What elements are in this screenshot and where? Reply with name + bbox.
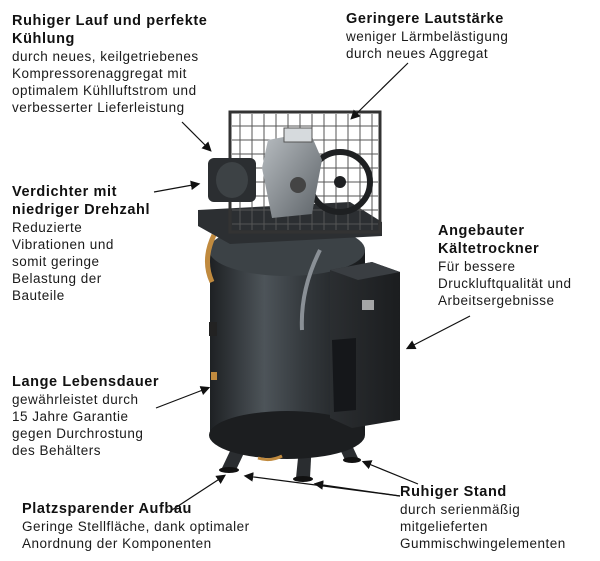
callout-description: durch serienmäßig mitgelieferten Gummisc… [400, 501, 596, 552]
callout-heading: Ruhiger Stand [400, 483, 596, 501]
heading-line: Geringere Lautstärke [346, 11, 504, 27]
desc-line: Druckluftqualität und [438, 276, 572, 291]
callout-description: Reduzierte Vibrationen und somit geringe… [12, 219, 162, 304]
refrigeration-dryer [330, 262, 400, 428]
callout-heading: Platzsparender Aufbau [22, 500, 322, 518]
heading-line: Ruhiger Stand [400, 484, 507, 500]
desc-line: durch neues Aggregat [346, 46, 489, 61]
callout-heading: Geringere Lautstärke [346, 10, 596, 28]
callout-heading: Angebauter Kältetrockner [438, 222, 598, 258]
desc-line: Kompressorenaggregat mit [12, 66, 187, 81]
callout-long-lifetime: Lange Lebensdauer gewährleistet durch 15… [12, 373, 192, 459]
desc-line: Arbeitsergebnisse [438, 293, 555, 308]
desc-line: gewährleistet durch [12, 392, 139, 407]
desc-line: Gummischwingelementen [400, 536, 566, 551]
callout-description: weniger Lärmbelästigung durch neues Aggr… [346, 28, 596, 62]
pipes [205, 233, 322, 462]
heading-line: Lange Lebensdauer [12, 374, 160, 390]
heading-line: Kühlung [12, 31, 75, 47]
desc-line: durch neues, keilgetriebenes [12, 49, 199, 64]
callout-description: gewährleistet durch 15 Jahre Garantie ge… [12, 391, 192, 459]
heading-line: Verdichter mit [12, 184, 118, 200]
callout-refrigeration-dryer: Angebauter Kältetrockner Für bessere Dru… [438, 222, 598, 309]
callout-description: durch neues, keilgetriebenes Kompressore… [12, 48, 272, 116]
desc-line: mitgelieferten [400, 519, 489, 534]
callout-heading: Ruhiger Lauf und perfekte Kühlung [12, 12, 272, 48]
desc-line: somit geringe [12, 254, 100, 269]
desc-line: Anordnung der Komponenten [22, 536, 212, 551]
callout-stable-stand: Ruhiger Stand durch serienmäßig mitgelie… [400, 483, 596, 552]
desc-line: gegen Durchrostung [12, 426, 144, 441]
callout-arrows [153, 62, 471, 511]
heading-line: Ruhiger Lauf und perfekte [12, 13, 208, 29]
desc-line: 15 Jahre Garantie [12, 409, 129, 424]
callout-lower-noise: Geringere Lautstärke weniger Lärmbelästi… [346, 10, 596, 62]
heading-line: niedriger Drehzahl [12, 202, 151, 218]
compressor-unit [198, 110, 382, 244]
desc-line: Bauteile [12, 288, 65, 303]
desc-line: optimalem Kühlluftstrom und [12, 83, 197, 98]
callout-description: Für bessere Druckluftqualität und Arbeit… [438, 258, 598, 309]
callout-heading: Verdichter mit niedriger Drehzahl [12, 183, 162, 219]
desc-line: weniger Lärmbelästigung [346, 29, 509, 44]
desc-line: verbesserter Lieferleistung [12, 100, 185, 115]
heading-line: Platzsparender Aufbau [22, 501, 192, 517]
callout-low-speed-compressor: Verdichter mit niedriger Drehzahl Reduzi… [12, 183, 162, 304]
desc-line: durch serienmäßig [400, 502, 521, 517]
heading-line: Kältetrockner [438, 241, 540, 257]
desc-line: Geringe Stellfläche, dank optimaler [22, 519, 250, 534]
callout-description: Geringe Stellfläche, dank optimaler Anor… [22, 518, 322, 552]
heading-line: Angebauter [438, 223, 525, 239]
desc-line: Für bessere [438, 259, 516, 274]
desc-line: Vibrationen und [12, 237, 114, 252]
callout-quiet-running: Ruhiger Lauf und perfekte Kühlung durch … [12, 12, 272, 116]
callout-space-saving: Platzsparender Aufbau Geringe Stellfläch… [22, 500, 322, 552]
desc-line: Belastung der [12, 271, 102, 286]
callout-heading: Lange Lebensdauer [12, 373, 192, 391]
desc-line: des Behälters [12, 443, 102, 458]
desc-line: Reduzierte [12, 220, 83, 235]
